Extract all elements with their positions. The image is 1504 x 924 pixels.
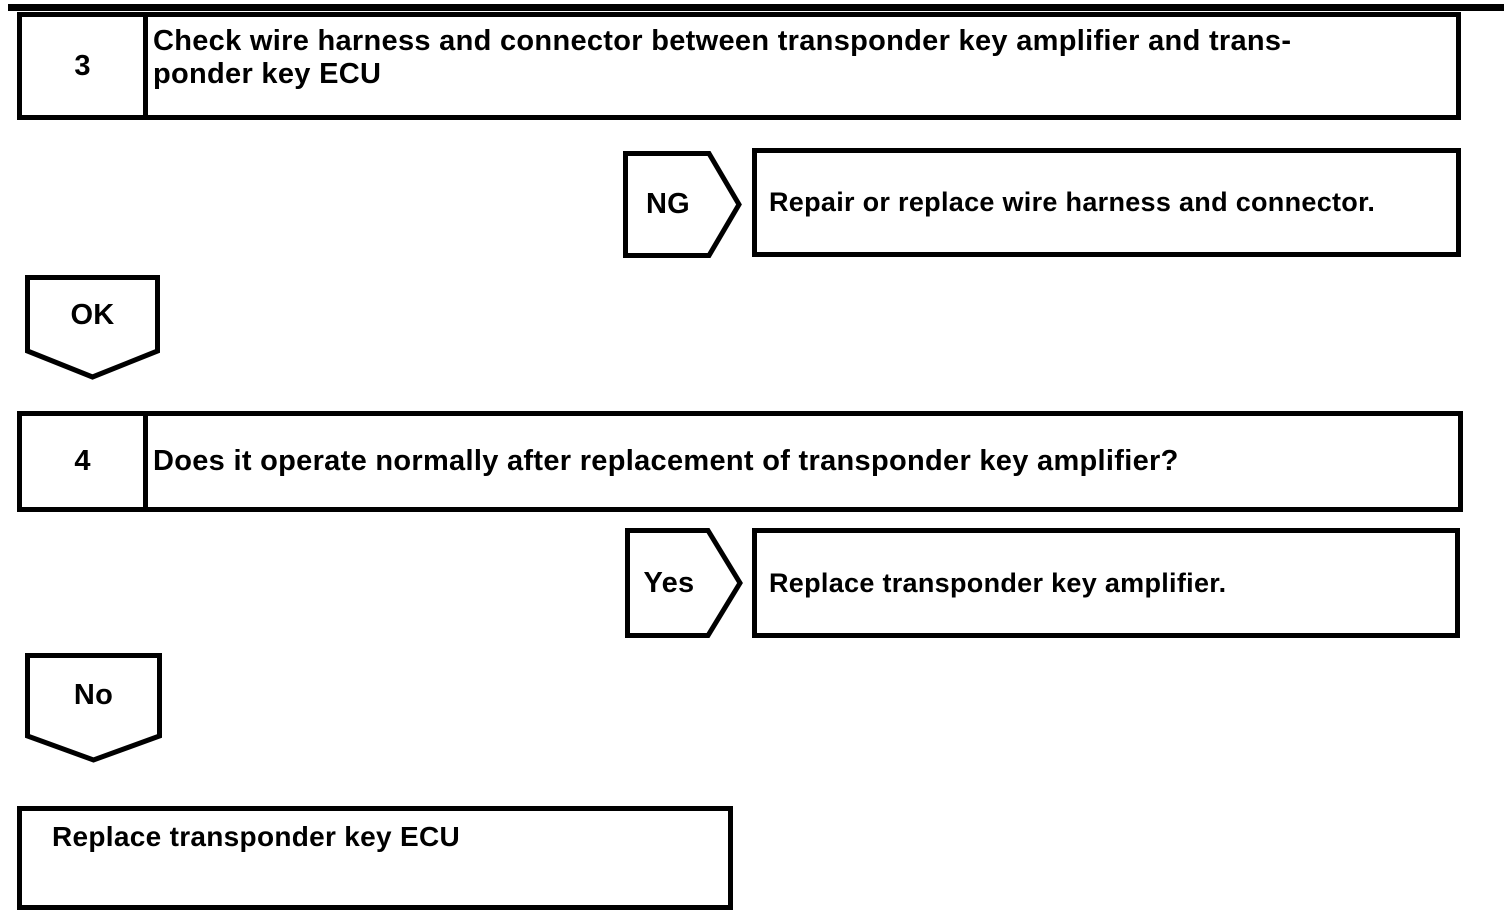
ng-branch-arrow: NG xyxy=(623,151,742,258)
step-3-number: 3 xyxy=(22,17,148,115)
ok-label: OK xyxy=(70,298,115,331)
step-4-box: 4 Does it operate normally after replace… xyxy=(17,411,1463,512)
down-pentagon-shape xyxy=(25,653,162,763)
ng-result-box: Repair or replace wire harness and conne… xyxy=(752,148,1461,257)
step-3-box: 3 Check wire harness and connector betwe… xyxy=(17,12,1461,120)
ng-label: NG xyxy=(645,188,691,220)
right-arrow-pentagon-shape xyxy=(623,151,742,258)
down-pentagon-shape xyxy=(25,275,160,380)
step-3-question: Check wire harness and connector between… xyxy=(153,25,1292,90)
page-top-rule xyxy=(8,4,1504,11)
no-continue-pentagon: No xyxy=(25,653,162,763)
yes-branch-arrow: Yes xyxy=(625,528,743,638)
ok-continue-pentagon: OK xyxy=(25,275,160,380)
no-label: No xyxy=(73,679,114,711)
step-4-question: Does it operate normally after replaceme… xyxy=(153,445,1179,477)
right-arrow-pentagon-shape xyxy=(625,528,743,638)
final-action-box: Replace transponder key ECU xyxy=(17,806,733,910)
step-4-number: 4 xyxy=(22,416,148,507)
yes-result-box: Replace transponder key amplifier. xyxy=(752,528,1460,638)
yes-label: Yes xyxy=(643,566,695,599)
